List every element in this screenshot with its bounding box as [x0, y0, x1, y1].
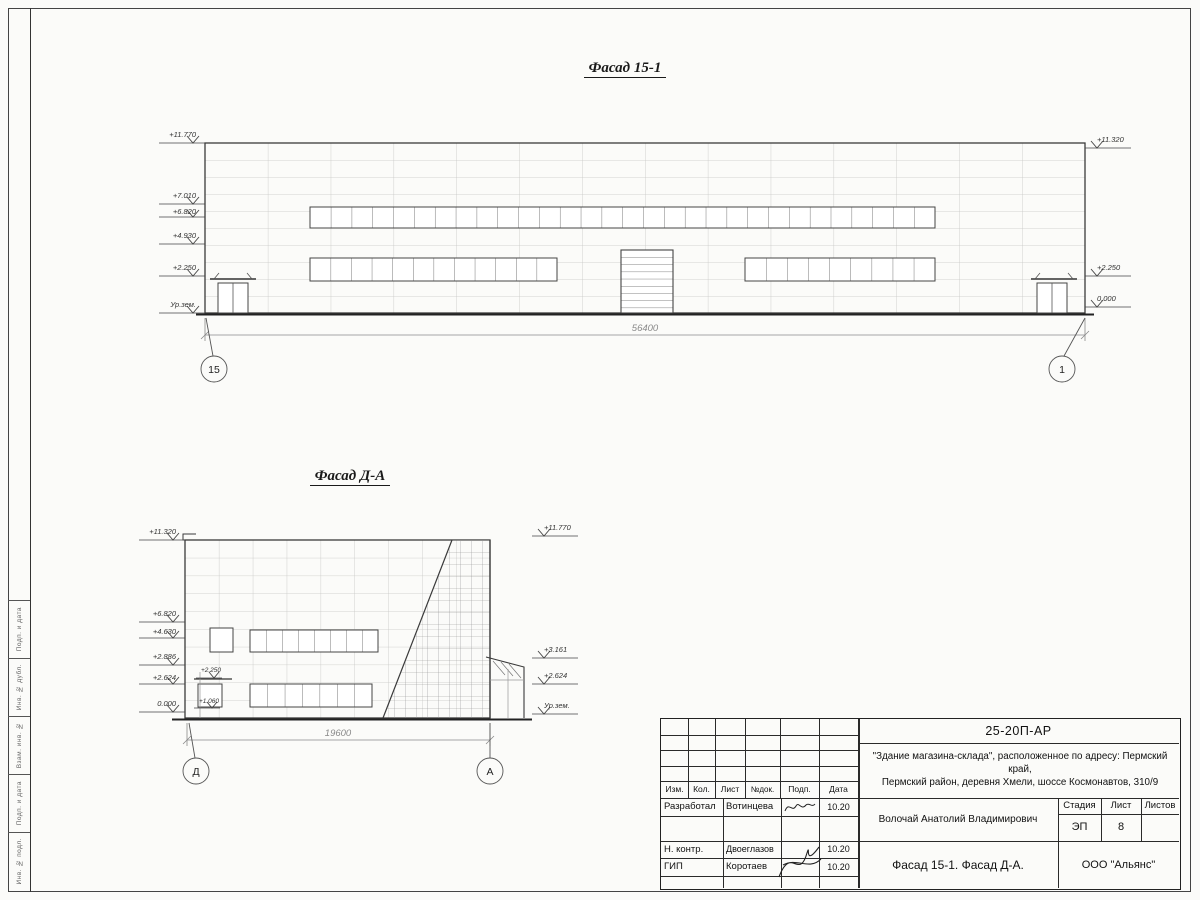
elevation-label: +11.770	[544, 523, 572, 532]
elevation-label: +3.161	[544, 645, 567, 654]
row-role: Разработал	[664, 801, 716, 812]
rev-header-data: Дата	[829, 784, 848, 794]
axis-markers-facade1	[200, 317, 1086, 383]
sheet-number: 8	[1117, 821, 1125, 833]
elevation-label: 0.000	[157, 699, 177, 708]
elevation-marks-facade2-left: +11.320 +6.820 +4.630 +2.886 +2.624 0.00…	[138, 527, 186, 713]
dimension-56400	[200, 318, 1090, 341]
elevation-label: +6.820	[153, 609, 177, 618]
sheet-outer-border	[8, 8, 1191, 892]
elevation-label: +6.820	[173, 207, 197, 216]
row-date: 10.20	[827, 844, 850, 854]
elevation-label: Ур.зем.	[169, 300, 196, 309]
elevation-label: +7.010	[173, 191, 197, 200]
rev-header-podp: Подп.	[788, 784, 811, 794]
annex	[485, 656, 525, 718]
sheet-header: Лист	[1110, 800, 1132, 811]
elevation-label: +2.624	[153, 673, 176, 682]
axis-label: А	[486, 766, 493, 778]
left-stamp-cell: Подп. и дата	[8, 774, 30, 832]
row-name: Двоеглазов	[726, 844, 774, 854]
window-small-lower	[197, 683, 223, 708]
chief-name: Волочай Анатолий Владимирович	[878, 814, 1038, 825]
elevation-marks-facade1-left: +11.770 +7.010 +6.820 +4.930 +2.250 Ур.з…	[158, 130, 206, 314]
sheet-frame-left-line	[30, 8, 31, 892]
rev-header-kol: Кол.	[693, 784, 710, 794]
elevation-label: +11.320	[149, 527, 177, 536]
elevation-label: +2.250	[201, 667, 221, 674]
axis-label: 1	[1059, 364, 1065, 376]
axis-label: Д	[192, 766, 199, 778]
project-description-line2: Пермский район, деревня Хмели, шоссе Кос…	[881, 777, 1159, 788]
row-date: 10.20	[827, 802, 850, 812]
stage-value: ЭП	[1071, 821, 1088, 833]
sheets-header: Листов	[1144, 800, 1176, 811]
project-description: "Здание магазина-склада", расположенное …	[861, 750, 1179, 789]
facade-d-a-title: Фасад Д-А	[265, 468, 435, 486]
document-code: 25-20П-АР	[985, 724, 1052, 738]
elevation-label: +2.250	[173, 263, 197, 272]
company-name: ООО "Альянс"	[1081, 858, 1156, 871]
project-description-line1: "Здание магазина-склада", расположенное …	[872, 751, 1168, 775]
left-stamp-cell: Взам. инв. №	[8, 716, 30, 774]
elevation-label: +11.770	[169, 130, 197, 139]
elevation-label: Ур.зем.	[543, 701, 570, 710]
left-stamp-column: Подп. и дата Инв. № дубл. Взам. инв. № П…	[8, 600, 30, 890]
elevation-label: +2.886	[153, 652, 177, 661]
left-stamp-cell: Подп. и дата	[8, 600, 30, 658]
row-role: ГИП	[664, 861, 683, 872]
row-name: Коротаев	[726, 861, 768, 872]
axis-label: 15	[208, 364, 220, 376]
row-date: 10.20	[827, 862, 850, 872]
elevation-label: +1.060	[199, 698, 219, 705]
title-block: Изм. Кол. Лист №док. Подп. Дата Разработ…	[660, 718, 1181, 890]
stair-glazing	[383, 540, 490, 718]
elevation-marks-facade2-right: +11.770 +3.161 +2.624 Ур.зем.	[531, 523, 579, 715]
elevation-label: +4.930	[173, 231, 197, 240]
elevation-marks-facade1-right: +11.320 +2.250 0.000	[1084, 135, 1132, 308]
signature	[778, 846, 822, 878]
rev-header-list: Лист	[720, 784, 740, 794]
left-stamp-cell: Инв. № дубл.	[8, 658, 30, 716]
window-small-upper	[209, 627, 234, 653]
dimension-label: 19600	[325, 728, 352, 739]
elevation-label: +4.630	[153, 627, 177, 636]
elevation-label: +2.624	[544, 671, 567, 680]
stage-header: Стадия	[1063, 800, 1096, 811]
signature	[784, 803, 816, 812]
elevation-label: 0.000	[1097, 294, 1117, 303]
sheet-title: Фасад 15-1. Фасад Д-А.	[892, 857, 1024, 872]
rev-header-izm: Изм.	[665, 784, 684, 794]
left-stamp-cell: Инв. № подл.	[8, 832, 30, 890]
elevation-label: +11.320	[1097, 135, 1125, 144]
facade-d-a-drawing	[172, 533, 532, 721]
axis-markers-facade2	[182, 722, 504, 785]
row-role: Н. контр.	[664, 844, 704, 855]
rev-header-doc: №док.	[750, 785, 775, 794]
elevation-label: +2.250	[1097, 263, 1121, 272]
facade-15-1-title: Фасад 15-1	[540, 60, 710, 78]
facade-15-1-drawing	[196, 142, 1094, 316]
dimension-label: 56400	[632, 323, 659, 334]
elevation-marks-facade2-inner: +2.250 +1.060	[193, 667, 223, 709]
row-name: Вотинцева	[726, 801, 774, 812]
